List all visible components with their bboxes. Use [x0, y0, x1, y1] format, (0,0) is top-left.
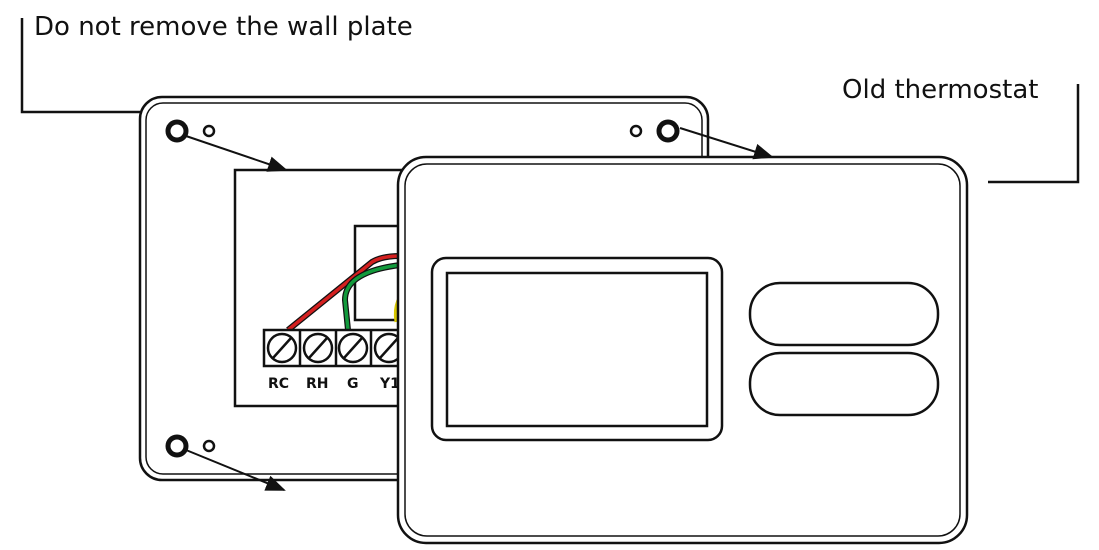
display-screen	[445, 271, 709, 428]
wall-plate-callout: Do not remove the wall plate	[34, 12, 413, 42]
old-thermostat-callout: Old thermostat	[842, 75, 1039, 105]
old-thermostat	[396, 155, 969, 545]
arrow	[185, 135, 288, 172]
terminal-label: RH	[306, 376, 329, 392]
terminal-labels: RC RH G Y1	[268, 376, 400, 392]
terminal-label: Y1	[379, 376, 400, 392]
arrow	[185, 449, 286, 491]
arrow	[679, 127, 774, 160]
terminal-label: G	[347, 376, 359, 392]
thermostat-button-down	[748, 351, 940, 417]
thermostat-callout-line	[988, 84, 1080, 184]
terminal-label: RC	[268, 376, 289, 392]
mounting-screws	[165, 119, 680, 458]
terminal-strip	[262, 328, 416, 368]
thermostat-button-up	[748, 281, 940, 347]
wall-plate-callout-line	[20, 18, 140, 114]
